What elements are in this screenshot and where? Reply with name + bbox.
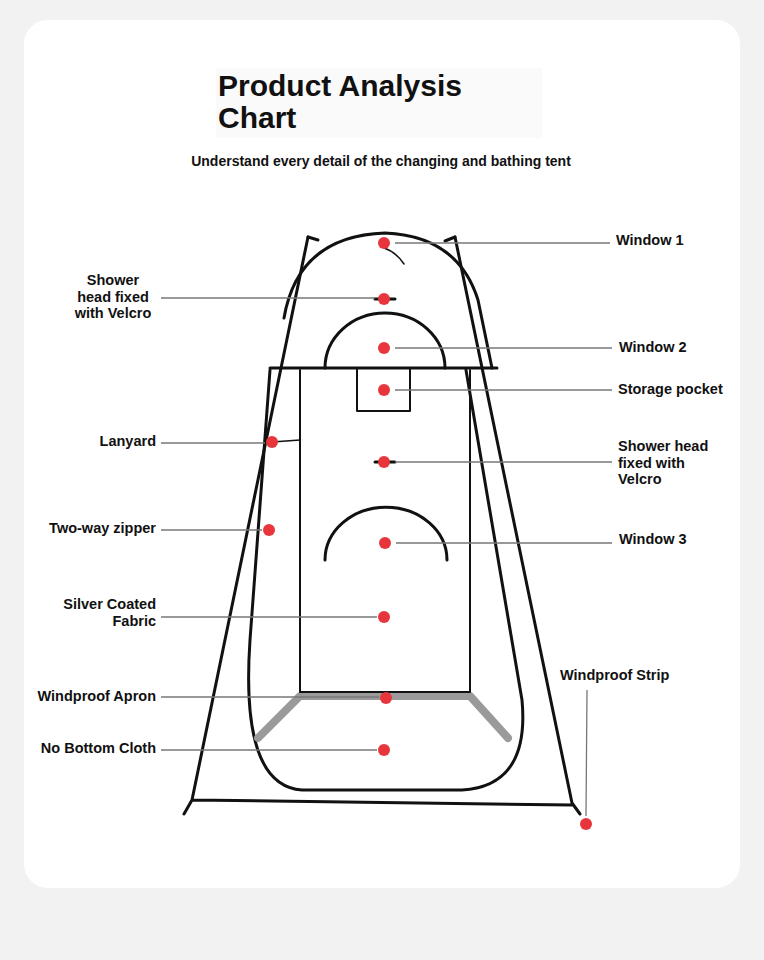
leader-line <box>161 529 262 530</box>
part-label: No Bottom Cloth <box>6 740 156 757</box>
part-label: Windproof Strip <box>560 667 710 684</box>
tent-frame <box>184 237 580 814</box>
tent-seam <box>270 367 497 370</box>
chart-title: Product Analysis Chart <box>218 70 528 135</box>
callout-dot <box>580 818 592 830</box>
part-label: Window 3 <box>619 531 749 548</box>
part-label: Shower head fixed with Velcro <box>618 438 718 488</box>
card <box>24 20 740 888</box>
chart-subtitle: Understand every detail of the changing … <box>111 153 651 169</box>
part-label: Two-way zipper <box>16 520 156 537</box>
part-label: Lanyard <box>26 433 156 450</box>
part-label: Window 2 <box>619 339 749 356</box>
window-outline <box>325 313 445 368</box>
part-label: Windproof Apron <box>6 688 156 705</box>
window-outline <box>325 507 447 560</box>
callout-dot <box>378 237 390 249</box>
title-band <box>216 68 542 138</box>
part-label: Shower head fixed with Velcro <box>70 272 156 322</box>
leader-line <box>395 242 610 243</box>
door-frame <box>300 370 470 694</box>
leader-line <box>395 389 612 390</box>
part-label: Window 1 <box>616 232 746 249</box>
leader-line <box>161 749 377 750</box>
leader-line <box>396 542 612 543</box>
callout-dot <box>379 537 391 549</box>
callout-dot <box>378 744 390 756</box>
leader-line <box>161 696 379 697</box>
window-zip <box>384 248 404 264</box>
callout-dot <box>266 436 278 448</box>
callout-dot <box>380 692 392 704</box>
leader-line <box>161 616 377 617</box>
leader-line <box>586 690 587 816</box>
leader-line <box>395 461 612 462</box>
leader-line <box>161 442 265 443</box>
door-outline <box>249 370 523 790</box>
callout-dot <box>263 524 275 536</box>
callout-dot <box>378 293 390 305</box>
callout-dot <box>378 342 390 354</box>
part-label: Storage pocket <box>618 381 758 398</box>
velcro-strap <box>375 299 395 462</box>
part-label: Silver Coated Fabric <box>46 596 156 629</box>
leader-line <box>395 347 612 348</box>
callout-dot <box>378 456 390 468</box>
leader-line <box>161 297 375 298</box>
callout-dot <box>378 384 390 396</box>
callout-dot <box>378 611 390 623</box>
